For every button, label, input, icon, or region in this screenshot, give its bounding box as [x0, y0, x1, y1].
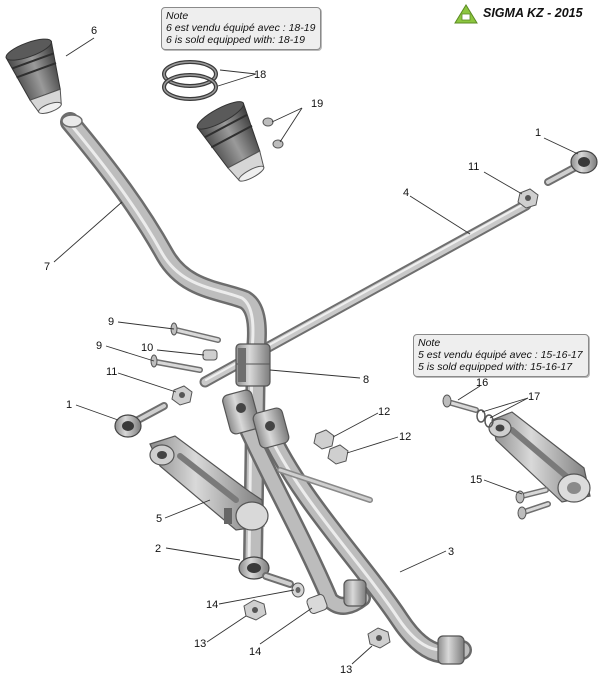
- grip-6-equipped: [196, 101, 265, 182]
- callout-16: 16: [476, 377, 488, 389]
- nut-12-upper: [313, 429, 335, 450]
- rod-end-1-left: [114, 402, 168, 438]
- note-right-title: Note: [418, 337, 441, 349]
- callout-17: 17: [528, 391, 540, 403]
- callout-9-upper: 9: [108, 316, 114, 328]
- screws-19: [262, 117, 284, 149]
- frame-clamps: [222, 389, 465, 665]
- washers-17: [476, 409, 494, 428]
- note-top: Note 6 est vendu équipé avec : 18-19 6 i…: [161, 7, 322, 50]
- callout-13-left: 13: [194, 638, 206, 650]
- o-rings-18: [162, 60, 218, 101]
- callout-15: 15: [470, 474, 482, 486]
- nut-12-lower: [327, 444, 349, 465]
- brand-title: SIGMA KZ - 2015: [483, 6, 583, 20]
- rod-end-1-right: [544, 150, 598, 186]
- callout-5: 5: [156, 513, 162, 525]
- callout-10: 10: [141, 342, 153, 354]
- note-right-line-fr: 5 est vendu équipé avec : 15-16-17: [418, 349, 583, 361]
- callout-3: 3: [448, 546, 454, 558]
- frame-tube-3: [231, 403, 472, 664]
- callout-7: 7: [44, 261, 50, 273]
- callout-9-lower: 9: [96, 340, 102, 352]
- note-top-line-fr: 6 est vendu équipé avec : 18-19: [166, 22, 316, 34]
- callout-1-right: 1: [535, 127, 541, 139]
- bolt-16: [442, 394, 479, 413]
- callout-8: 8: [363, 374, 369, 386]
- note-top-line-en: 6 is sold equipped with: 18-19: [166, 34, 305, 46]
- leader-lines: [53, 37, 579, 665]
- callout-12-lower: 12: [399, 431, 411, 443]
- callout-2: 2: [155, 543, 161, 555]
- callout-11-left: 11: [106, 366, 117, 378]
- bolts-15: [515, 487, 551, 520]
- brand-badge: [454, 4, 478, 24]
- steering-bracket-5-kit: [488, 411, 591, 503]
- callout-11-right: 11: [468, 161, 479, 173]
- callout-14-upper: 14: [206, 599, 218, 611]
- nut-13-bottom: [367, 627, 391, 649]
- nut-11-left: [171, 385, 193, 406]
- bolt-9-lower: [150, 354, 203, 373]
- grip-6: [5, 38, 62, 114]
- note-right: Note 5 est vendu équipé avec : 15-16-17 …: [413, 334, 589, 377]
- rod-end-2: [238, 556, 294, 588]
- callout-labels: 6 18 19 1 11 4 7 9 10 9 11 8 1 12 12 5 2…: [44, 25, 541, 676]
- note-top-title: Note: [166, 10, 189, 22]
- callout-4: 4: [403, 187, 409, 199]
- callout-13-bottom: 13: [340, 664, 352, 676]
- callout-12-upper: 12: [378, 406, 390, 418]
- washer-14-lower: [306, 594, 328, 614]
- note-right-line-en: 5 is sold equipped with: 15-16-17: [418, 361, 573, 373]
- steering-clamp-8: [235, 343, 271, 387]
- spacer-10: [202, 349, 218, 361]
- steering-column-7: [60, 112, 267, 570]
- bolt-9-upper: [170, 322, 221, 343]
- steering-bracket-5: [149, 435, 269, 531]
- washer-14-upper: [291, 582, 305, 598]
- callout-1-left: 1: [66, 399, 72, 411]
- callout-14-lower: 14: [249, 646, 261, 658]
- callout-18: 18: [254, 69, 266, 81]
- nut-11-right: [517, 188, 539, 209]
- nut-13-left: [243, 599, 267, 621]
- callout-19: 19: [311, 98, 323, 110]
- callout-6: 6: [91, 25, 97, 37]
